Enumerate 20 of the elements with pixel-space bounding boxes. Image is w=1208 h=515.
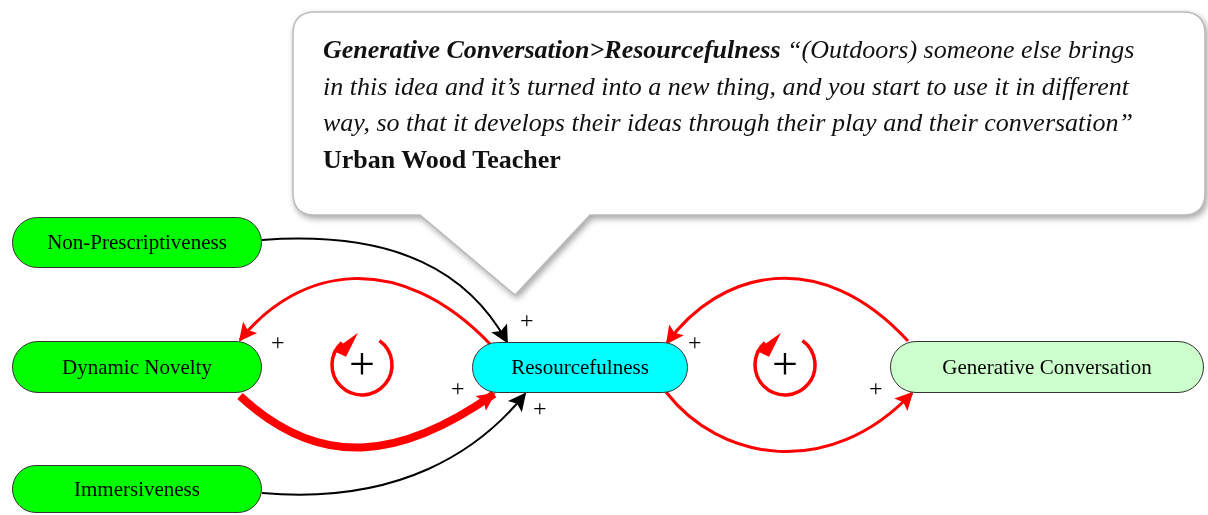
variable-box: Immersiveness <box>12 465 262 513</box>
variable-box: Generative Conversation <box>890 341 1204 393</box>
arrow <box>237 390 497 452</box>
arrow <box>261 237 508 344</box>
variable-box: Resourcefulness <box>472 342 688 393</box>
polarity-sign: + <box>451 376 465 400</box>
polarity-sign: + <box>520 308 534 332</box>
variable-box: Non-Prescriptiveness <box>12 217 262 268</box>
quote-text: Generative Conversation>Resourcefulness “(Outdoors) someone else brings in this idea and it’s turned into a new thing, and you start to use it in different way, so that it develops their ideas through their play and their conversation” Urban Wood Teacher <box>293 12 1205 215</box>
variable-box: Dynamic Novelty <box>12 341 262 393</box>
arrow <box>664 391 914 453</box>
arrow <box>665 277 910 345</box>
polarity-sign: + <box>869 376 883 400</box>
polarity-sign: + <box>533 396 547 420</box>
arrow <box>238 277 492 346</box>
polarity-sign: + <box>271 330 285 354</box>
polarity-sign: + <box>688 330 702 354</box>
arrow <box>261 392 527 496</box>
loop-polarity-sign: + <box>772 341 798 387</box>
loop-polarity-sign: + <box>349 341 375 387</box>
